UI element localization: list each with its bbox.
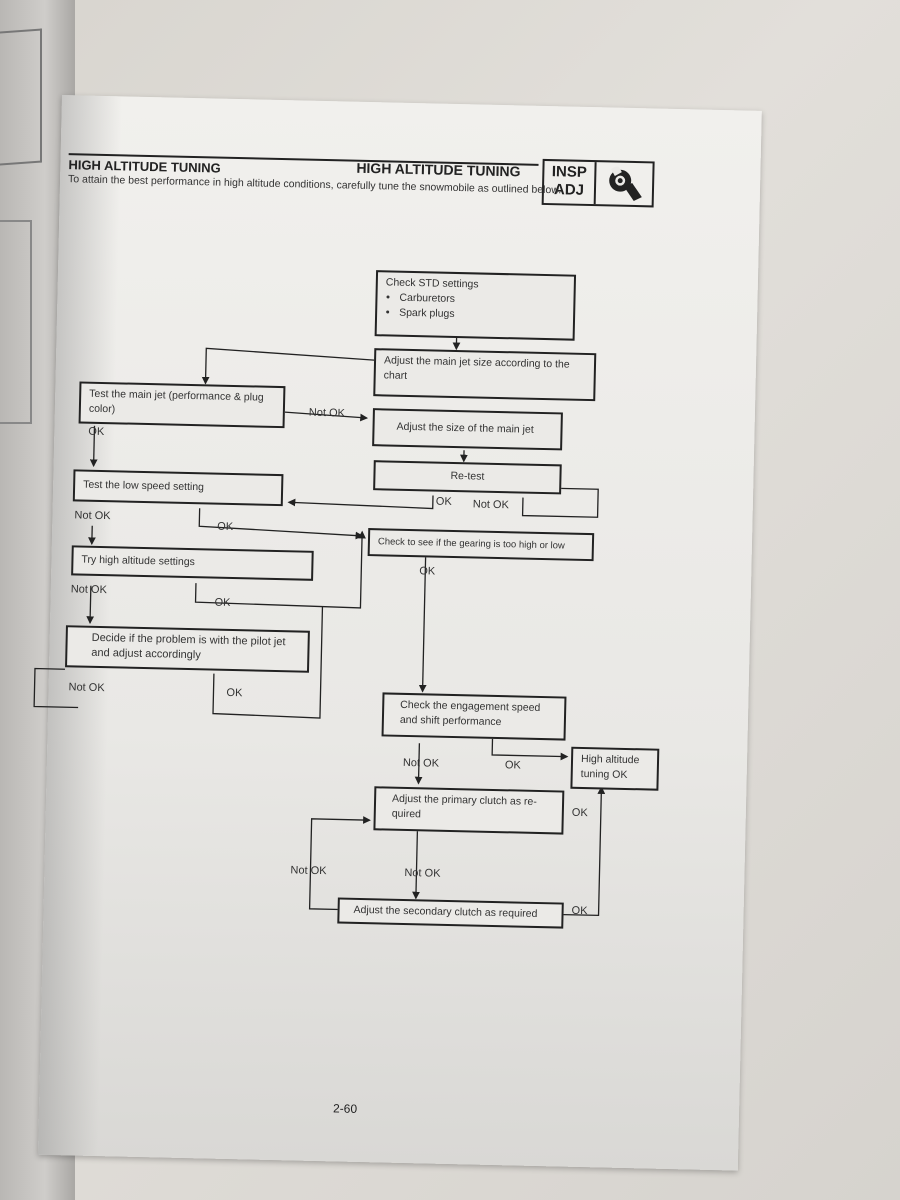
- label-not-ok: Not OK: [308, 406, 346, 420]
- flow-box-try-high-altitude: Try high altitude settings: [71, 545, 314, 581]
- label-not-ok: Not OK: [404, 866, 441, 880]
- label-ok: OK: [419, 565, 436, 578]
- flow-box-check-std: Check STD settings Carburetors Spark plu…: [374, 270, 577, 341]
- label-not-ok: Not OK: [290, 864, 327, 878]
- connector: [521, 487, 599, 518]
- connector: [287, 495, 434, 510]
- label-ok: OK: [226, 686, 243, 700]
- connector: [201, 347, 375, 385]
- flow-box-check-gearing: Check to see if the gearing is too high …: [367, 528, 595, 562]
- label-ok: OK: [214, 596, 231, 609]
- connector: [198, 508, 364, 540]
- manual-page: HIGH ALTITUDE TUNING HIGH ALTITUDE TUNIN…: [33, 95, 762, 1171]
- label-ok: OK: [88, 425, 105, 439]
- connector: [89, 425, 98, 468]
- connector: [491, 734, 569, 761]
- connector: [86, 585, 95, 625]
- flow-box-adjust-main-jet-chart: Adjust the main jet size according to th…: [373, 348, 597, 402]
- page-number: 2-60: [332, 1101, 358, 1116]
- flowchart-connectors: [33, 336, 606, 917]
- connector: [308, 816, 371, 911]
- label-ok: OK: [435, 495, 452, 508]
- flow-box-test-low-speed: Test the low speed setting: [72, 469, 284, 507]
- page-edge: [0, 28, 42, 166]
- insp-adj-badge: INSP ADJ: [541, 158, 655, 208]
- flow-box-adjust-primary-clutch: Adjust the primary clutch as re-quired: [373, 786, 565, 835]
- flow-box-test-main-jet: Test the main jet (performance & plug co…: [78, 381, 286, 429]
- connector: [412, 828, 420, 900]
- connector: [194, 530, 366, 609]
- label-ok: OK: [571, 904, 588, 918]
- connector: [414, 743, 423, 785]
- connector: [212, 606, 324, 719]
- connector: [418, 546, 427, 693]
- connector: [33, 667, 79, 709]
- bullet-item: Spark plugs: [399, 306, 565, 325]
- connector: [563, 786, 606, 917]
- label-ok: OK: [217, 520, 234, 533]
- flow-box-adjust-main-jet-size: Adjust the size of the main jet: [372, 408, 563, 451]
- flow-box-high-altitude-ok: High altitude tuning OK: [570, 746, 660, 791]
- label-not-ok: Not OK: [68, 681, 105, 695]
- label-ok: OK: [504, 759, 521, 772]
- page-edge: [0, 220, 32, 424]
- connector: [284, 411, 369, 422]
- wrench-icon: [596, 162, 653, 205]
- flow-box-check-engagement: Check the engagement speed and shift per…: [381, 692, 567, 741]
- flow-box-decide-pilot-jet: Decide if the problem is with the pilot …: [65, 625, 310, 673]
- label-ok: OK: [571, 806, 588, 820]
- label-not-ok: Not OK: [74, 509, 111, 523]
- label-not-ok: Not OK: [402, 756, 440, 770]
- label-not-ok: Not OK: [70, 583, 107, 597]
- label-not-ok: Not OK: [472, 498, 510, 512]
- flow-box-adjust-secondary-clutch: Adjust the secondary clutch as required: [337, 897, 564, 929]
- flow-box-retest: Re-test: [373, 460, 562, 495]
